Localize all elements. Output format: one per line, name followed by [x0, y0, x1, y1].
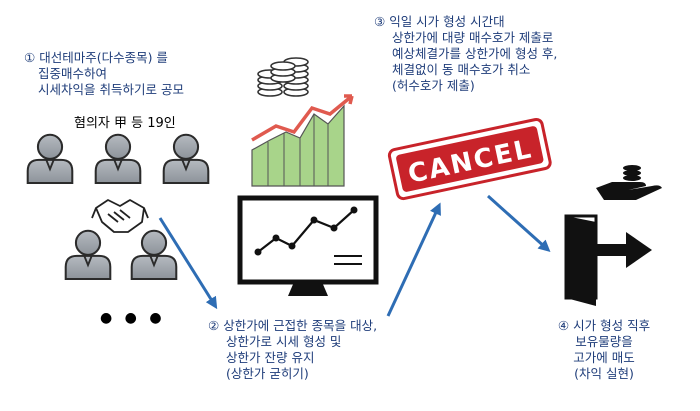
group-label: 혐의자 甲 등 19인 — [74, 116, 176, 131]
step3-line-3: 예상체결가를 상한가에 형성 후, — [392, 46, 558, 61]
person-icon — [130, 229, 178, 280]
person-icon — [162, 133, 210, 184]
step1-line-1: 대선테마주(다수종목) 를 — [39, 50, 168, 65]
step1-text: ① 대선테마주(다수종목) 를 집중매수하여 시세차익을 취득하기로 공모 — [24, 50, 184, 98]
exit-door-icon — [564, 214, 652, 306]
step4-line-2: 보유물량을 — [575, 334, 633, 349]
handshake-icon — [91, 199, 149, 233]
step4-line-1: 시가 형성 직후 — [573, 318, 651, 333]
person-icon — [64, 229, 112, 280]
step3-line-2: 상한가에 대량 매수호가 제출로 — [392, 30, 554, 45]
person-icon — [94, 133, 142, 184]
rising-chart-icon — [251, 94, 354, 187]
hand-coins-icon — [596, 165, 662, 200]
coin-stack-icon — [257, 57, 309, 97]
step3-line-5: (허수호가 제출) — [392, 78, 475, 93]
step3-line-4: 체결없이 동 매수호가 취소 — [392, 62, 531, 77]
step2-line-1: 상한가에 근접한 종목을 대상, — [223, 318, 378, 333]
step2-line-4: (상한가 굳히기) — [226, 366, 309, 381]
step4-text: ④ 시가 형성 직후 보유물량을 고가에 매도 (차익 실현) — [534, 318, 674, 382]
step1-line-3: 시세차익을 취득하기로 공모 — [38, 82, 184, 97]
monitor-icon — [237, 195, 379, 296]
step3-text: ③ 익일 시가 형성 시간대 상한가에 대량 매수호가 제출로 예상체결가를 상… — [374, 14, 557, 94]
flow-arrow-1 — [158, 217, 218, 310]
cancel-stamp: CANCEL — [387, 117, 552, 201]
step3-line-1: 익일 시가 형성 시간대 — [389, 14, 505, 29]
person-icon — [26, 133, 74, 184]
step3-marker: ③ — [374, 14, 386, 29]
step2-line-3: 상한가 잔량 유지 — [226, 350, 315, 365]
step4-line-3: 고가에 매도 — [573, 350, 635, 365]
step2-line-2: 상한가로 시세 형성 및 — [226, 334, 342, 349]
flow-arrow-2 — [386, 202, 441, 317]
flow-arrow-3 — [486, 194, 551, 253]
ellipsis-dots: ● ● ● — [100, 310, 166, 326]
step4-marker: ④ — [557, 318, 570, 333]
step1-marker: ① — [24, 50, 36, 65]
step2-marker: ② — [208, 318, 220, 333]
step4-line-4: (차익 실현) — [574, 366, 634, 381]
step2-text: ② 상한가에 근접한 종목을 대상, 상한가로 시세 형성 및 상한가 잔량 유… — [208, 318, 377, 382]
step1-line-2: 집중매수하여 — [38, 66, 108, 81]
